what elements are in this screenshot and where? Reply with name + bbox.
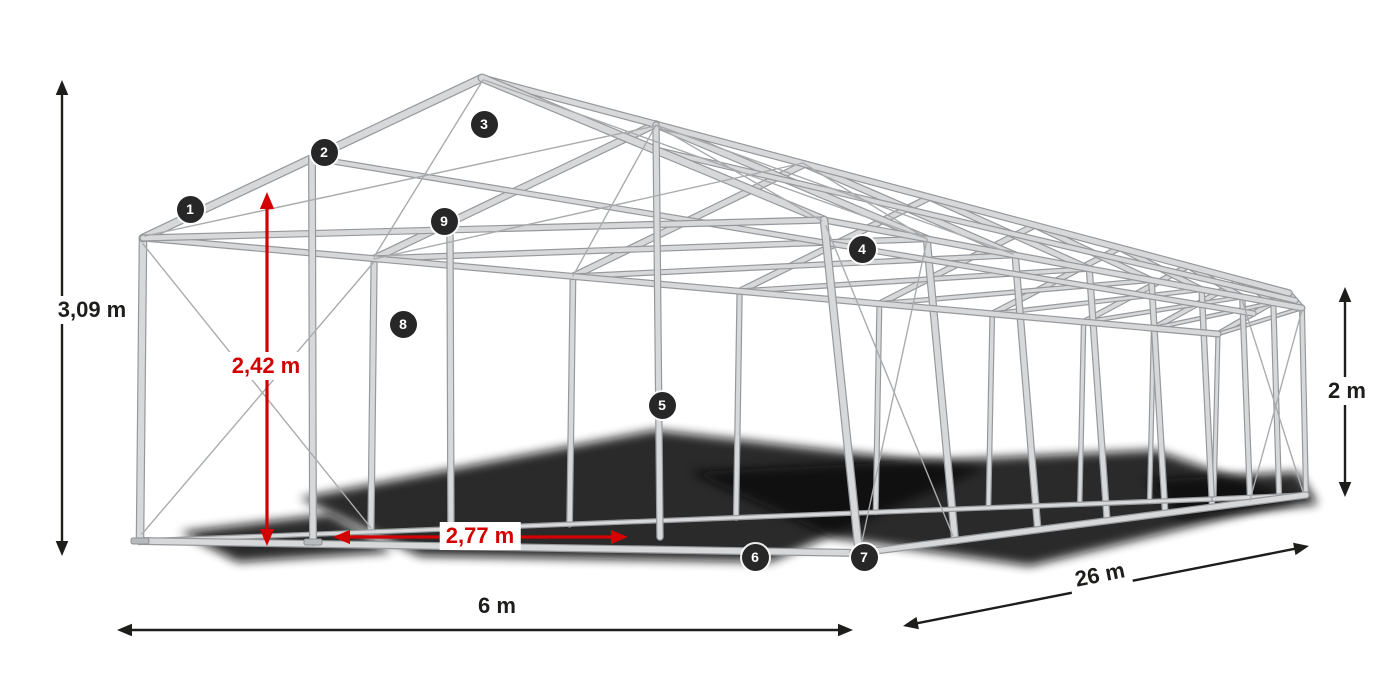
width-label: 6 m [472, 592, 522, 620]
pole-spacing-label: 2,77 m [439, 522, 521, 550]
callout-badge-6: 6 [741, 543, 769, 571]
callout-badge-7: 7 [850, 543, 878, 571]
bracing-cables [141, 79, 1304, 547]
callout-badge-9: 9 [430, 207, 458, 235]
callout-badge-4: 4 [848, 235, 876, 263]
callout-badge-2: 2 [310, 138, 338, 166]
entrance-height-label: 2,42 m [225, 352, 307, 380]
callout-badge-3: 3 [470, 110, 498, 138]
callout-badge-5: 5 [648, 391, 676, 419]
frame-tubes [130, 73, 1310, 558]
total-height-label: 3,09 m [51, 296, 133, 324]
side-height-label: 2 m [1322, 377, 1372, 405]
callout-badge-1: 1 [176, 195, 204, 223]
callout-badge-8: 8 [389, 310, 417, 338]
